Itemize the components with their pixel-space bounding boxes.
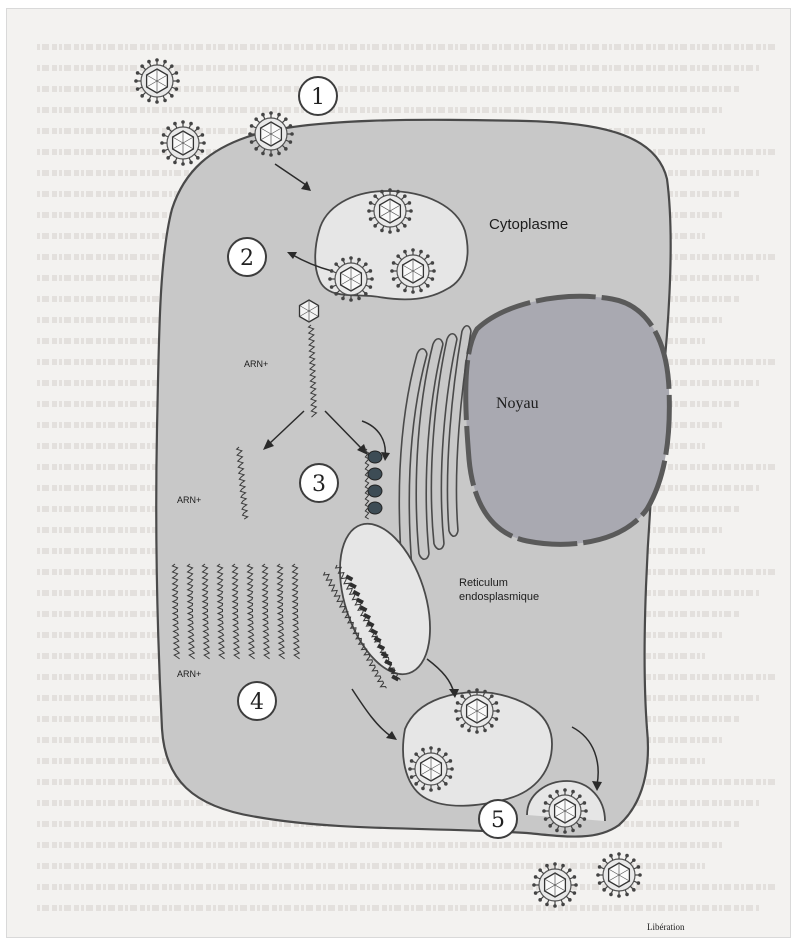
cytoplasm-label: Cytoplasme bbox=[489, 216, 568, 233]
er-label-line2: endosplasmique bbox=[459, 591, 539, 603]
step-marker-4: 4 bbox=[238, 682, 276, 720]
step-number-1: 1 bbox=[311, 85, 325, 110]
scanned-page: 1 2 3 4 5 Cytoplasme Noyau ARN+ ARN+ ARN… bbox=[6, 8, 791, 938]
virion-icon bbox=[596, 852, 642, 898]
virion-icon bbox=[367, 188, 413, 234]
step-number-5: 5 bbox=[491, 808, 505, 833]
virion-icon bbox=[408, 746, 454, 792]
virion-icon bbox=[248, 111, 294, 157]
capsid-icon bbox=[300, 300, 319, 322]
virion-icon bbox=[390, 248, 436, 294]
step-marker-5: 5 bbox=[479, 800, 517, 838]
step-number-3: 3 bbox=[312, 472, 326, 497]
ribosome-icon bbox=[368, 502, 382, 514]
virion-icon bbox=[454, 688, 500, 734]
virion-icon bbox=[134, 58, 180, 104]
nucleus-label: Noyau bbox=[496, 395, 539, 412]
virion-icon bbox=[160, 120, 206, 166]
release-label: Libération bbox=[647, 922, 685, 932]
ribosome-icon bbox=[368, 468, 382, 480]
rna-label-top: ARN+ bbox=[244, 359, 268, 369]
step-marker-2: 2 bbox=[228, 238, 266, 276]
step-number-4: 4 bbox=[250, 690, 264, 715]
step-marker-1: 1 bbox=[299, 77, 337, 115]
rna-label-left: ARN+ bbox=[177, 495, 201, 505]
step-marker-3: 3 bbox=[300, 464, 338, 502]
nucleus bbox=[466, 296, 670, 544]
step-number-2: 2 bbox=[240, 246, 254, 271]
ribosome-icon bbox=[368, 451, 382, 463]
virus-replication-diagram: 1 2 3 4 5 Cytoplasme Noyau ARN+ ARN+ ARN… bbox=[7, 9, 792, 939]
virion-icon bbox=[328, 256, 374, 302]
virion-icon bbox=[532, 862, 578, 908]
ribosome-icon bbox=[368, 485, 382, 497]
rna-label-bottom: ARN+ bbox=[177, 669, 201, 679]
virion-icon bbox=[542, 788, 588, 834]
er-label-line1: Reticulum bbox=[459, 577, 508, 589]
